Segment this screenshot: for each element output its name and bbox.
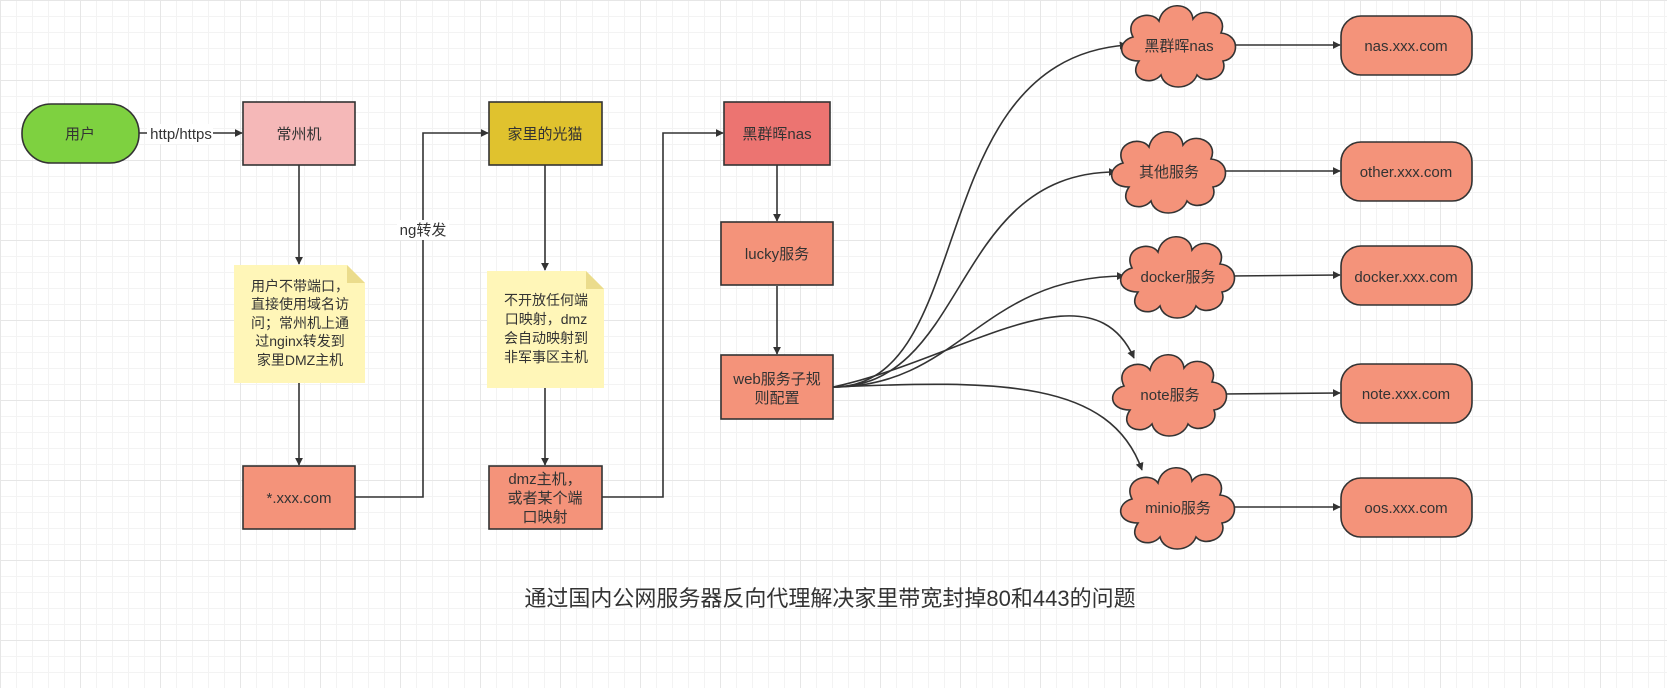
domain-note: note.xxx.com [1362, 386, 1450, 403]
note-fold [347, 265, 365, 283]
service-cloud-note[interactable]: note服务 [1111, 353, 1228, 437]
node-lucky-label: lucky服务 [745, 246, 809, 263]
node-web-rules[interactable]: web服务子规 则配置 [720, 354, 834, 420]
node-changzhou-label: 常州机 [276, 126, 321, 143]
note-modem[interactable]: 不开放任何端 口映射，dmz 会自动映射到 非军事区主机 [487, 271, 604, 388]
domain-pill-shape [1340, 15, 1473, 76]
user-shape [21, 103, 140, 164]
node-dmz-line-1: dmz主机， [508, 471, 581, 488]
edge-label-bg [147, 124, 213, 144]
domain-pill-nas[interactable]: nas.xxx.com [1340, 15, 1473, 76]
note-modem-line-1: 不开放任何端 [504, 292, 588, 308]
service-cloud-other[interactable]: 其他服务 [1110, 130, 1227, 214]
node-modem-label: 家里的光猫 [507, 126, 582, 143]
node-changzhou[interactable]: 常州机 [242, 101, 356, 166]
service-name-note: note服务 [1140, 387, 1199, 404]
note-changzhou-line-1: 用户不带端口， [251, 278, 349, 294]
nas-main-shape [723, 101, 831, 166]
domain-pill-other[interactable]: other.xxx.com [1340, 141, 1473, 202]
node-user-label: 用户 [65, 126, 95, 143]
node-user[interactable]: 用户 [21, 103, 140, 164]
note-modem-line-4: 非军事区主机 [504, 349, 588, 365]
diagram-caption: 通过国内公网服务器反向代理解决家里带宽封掉80和443的问题 [524, 586, 1135, 611]
edge-web-to-service-docker [832, 272, 1125, 388]
edge-label-forward: ng转发 [400, 222, 447, 239]
domain-pill-note[interactable]: note.xxx.com [1340, 363, 1473, 424]
note-shape [234, 265, 365, 383]
domain-pill-minio[interactable]: oos.xxx.com [1340, 477, 1473, 538]
edge-service-docker-to-domain [1229, 271, 1341, 280]
node-lucky[interactable]: lucky服务 [720, 221, 834, 286]
note-changzhou-line-5: 家里DMZ主机 [257, 352, 343, 368]
note-changzhou-line-2: 直接使用域名访 [251, 296, 349, 312]
edge-label-bg [397, 220, 449, 240]
node-nas-main-label: 黑群晖nas [742, 126, 811, 143]
node-nas-main[interactable]: 黑群晖nas [723, 101, 831, 166]
service-cloud-minio[interactable]: minio服务 [1119, 466, 1236, 550]
node-modem[interactable]: 家里的光猫 [488, 101, 603, 166]
service-name-nas: 黑群晖nas [1144, 38, 1213, 55]
modem-shape [488, 101, 603, 166]
web-rules-shape [720, 354, 834, 420]
domain-pill-shape [1340, 141, 1473, 202]
note-changzhou-line-4: 过nginx转发到 [255, 333, 344, 349]
edge-web-to-service-note [832, 315, 1135, 388]
note-modem-line-2: 口映射，dmz [505, 311, 587, 327]
service-name-docker: docker服务 [1140, 269, 1215, 286]
edge-dmz-to-nas [602, 129, 724, 498]
node-web-rules-line-1: web服务子规 [732, 371, 821, 388]
note-changzhou-line-3: 问；常州机上通 [251, 315, 349, 332]
edge-wildcard-to-modem [355, 129, 489, 498]
domain-pill-docker[interactable]: docker.xxx.com [1340, 245, 1473, 306]
domain-other: other.xxx.com [1360, 164, 1453, 181]
node-dmz-line-2: 或者某个端 [507, 490, 582, 507]
service-cloud-docker[interactable]: docker服务 [1119, 235, 1236, 319]
domain-pill-shape [1340, 245, 1473, 306]
domain-nas: nas.xxx.com [1364, 38, 1447, 55]
dmz-shape [488, 465, 603, 530]
service-name-minio: minio服务 [1145, 500, 1211, 517]
note-shape [487, 271, 604, 388]
node-dmz[interactable]: dmz主机， 或者某个端 口映射 [488, 465, 603, 530]
node-dmz-line-3: 口映射 [522, 509, 567, 526]
node-domain-wildcard-label: *.xxx.com [266, 490, 331, 507]
edge-web-to-service-minio [832, 383, 1144, 471]
node-domain-wildcard[interactable]: *.xxx.com [242, 465, 356, 530]
lucky-shape [720, 221, 834, 286]
edge-service-note-to-domain [1221, 389, 1341, 398]
domain-docker: docker.xxx.com [1354, 269, 1457, 286]
note-modem-line-3: 会自动映射到 [504, 330, 588, 346]
node-web-rules-line-2: 则配置 [754, 390, 799, 407]
service-cloud-nas[interactable]: 黑群晖nas [1120, 4, 1237, 88]
edge-label-protocol: http/https [150, 126, 212, 143]
domain-minio: oos.xxx.com [1364, 500, 1447, 517]
domain-pill-shape [1340, 477, 1473, 538]
edge-web-to-service-other [832, 168, 1117, 388]
domain-pill-shape [1340, 363, 1473, 424]
edges [139, 41, 1341, 511]
wildcard-shape [242, 465, 356, 530]
edge-web-to-service-nas [832, 41, 1128, 388]
changzhou-shape [242, 101, 356, 166]
note-changzhou[interactable]: 用户不带端口， 直接使用域名访 问；常州机上通 过nginx转发到 家里DMZ主… [234, 265, 365, 383]
note-fold [586, 271, 604, 289]
service-name-other: 其他服务 [1139, 164, 1199, 181]
